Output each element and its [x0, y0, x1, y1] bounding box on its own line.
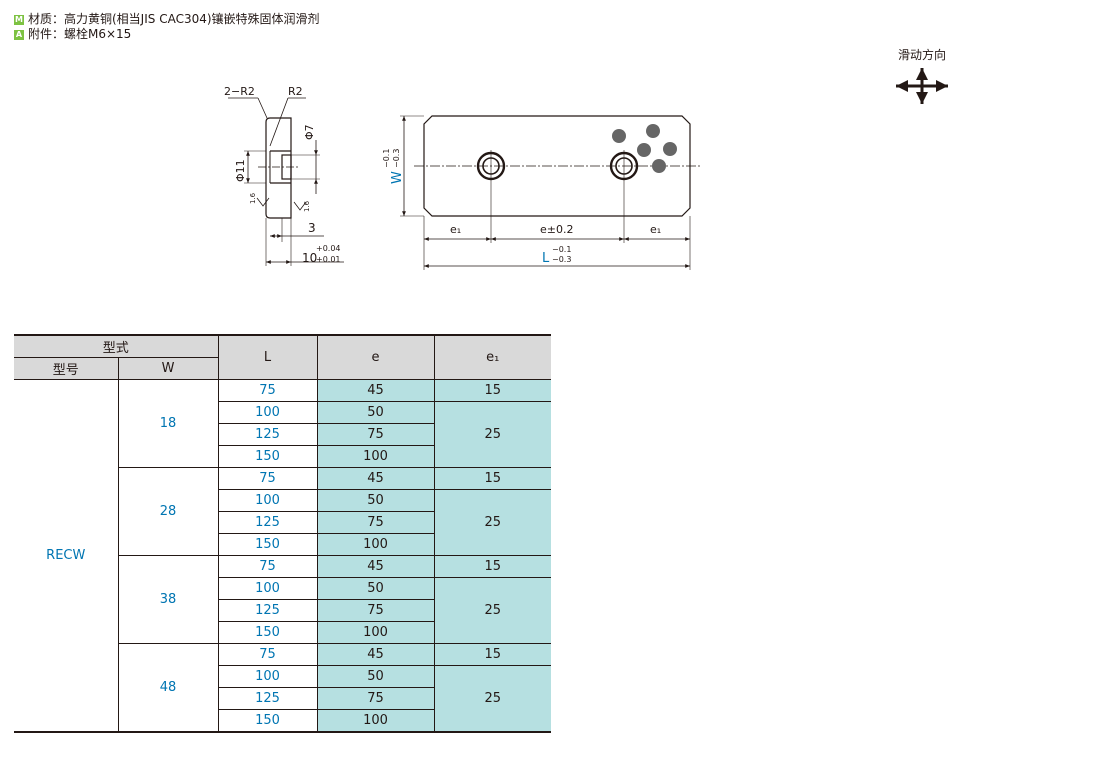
dim-l-lower: −0.3	[552, 255, 571, 264]
l-cell: 75	[217, 555, 318, 578]
e1-cell: 25	[433, 665, 551, 733]
e1-cell: 15	[433, 643, 551, 666]
l-cell: 150	[218, 709, 318, 733]
e-cell: 100	[316, 533, 434, 556]
accessory-tag-icon: A	[14, 29, 24, 40]
roughness-a: 1.6	[249, 192, 257, 204]
e1-cell: 15	[433, 467, 551, 490]
dim-e1-left: e₁	[450, 223, 461, 236]
e-cell: 45	[316, 467, 435, 490]
dim-l-upper: −0.1	[552, 245, 571, 254]
accessory-text: 附件：螺栓M6×15	[28, 27, 132, 41]
dim-r-right: R2	[288, 85, 303, 98]
accessory-line: A 附件：螺栓M6×15	[14, 27, 320, 42]
l-cell: 100	[218, 489, 318, 512]
sliding-direction-label: 滑动方向	[897, 48, 946, 62]
dim-e: e±0.2	[540, 223, 573, 236]
e-cell: 45	[316, 379, 435, 402]
dim-e1-right: e₁	[650, 223, 661, 236]
e-cell: 100	[316, 621, 434, 644]
e-cell: 75	[316, 599, 434, 622]
table-row: 28 75 45 15	[14, 467, 551, 556]
dim-w-lower: −0.3	[392, 149, 401, 168]
e1-cell: 15	[433, 555, 551, 578]
e-cell: 100	[316, 445, 434, 468]
lubricant-plugs	[612, 124, 677, 173]
header-e1: e₁	[433, 334, 551, 380]
header-row: 型式 L e e₁	[14, 334, 551, 380]
table-row: 125 75	[14, 687, 551, 710]
table-row: 100 50 25	[14, 401, 551, 468]
e-cell: 75	[316, 511, 434, 534]
material-line: M 材质：高力黄铜(相当JIS CAC304)镶嵌特殊固体润滑剂	[14, 12, 320, 27]
l-cell: 125	[218, 423, 318, 446]
header-type: 型式	[14, 334, 219, 358]
dim-w: W	[390, 171, 405, 184]
l-cell: 150	[218, 621, 318, 644]
table-row: 100 50 25	[14, 665, 551, 733]
dim-phi7: Φ7	[303, 124, 316, 140]
material-tag-icon: M	[14, 14, 24, 25]
header-row: 型号 W	[14, 357, 551, 380]
l-cell: 100	[218, 401, 318, 424]
material-text: 材质：高力黄铜(相当JIS CAC304)镶嵌特殊固体润滑剂	[28, 12, 320, 26]
dim-w-upper: −0.1	[382, 149, 391, 168]
dim-ten: 10	[302, 251, 317, 265]
top-view	[400, 115, 700, 270]
table-row: 100 50 25	[14, 489, 551, 556]
technical-drawing: 2−R2 R2 Φ7 Φ11 1.6 1.6 3 10 +0.04 +0.01	[224, 68, 948, 270]
table-row: 100 50 25	[14, 577, 551, 644]
e-cell: 50	[316, 401, 435, 424]
w-cell: 48	[118, 643, 219, 733]
l-cell: 125	[218, 599, 318, 622]
table-row: RECW 18 75 45 15	[14, 379, 551, 733]
e-cell: 50	[316, 577, 435, 600]
l-cell: 125	[218, 511, 318, 534]
e-cell: 50	[316, 489, 435, 512]
dim-l: L	[542, 251, 550, 266]
l-cell: 75	[217, 643, 318, 666]
l-cell: 125	[218, 687, 318, 710]
side-view	[228, 97, 344, 266]
w-cell: 38	[118, 555, 219, 644]
l-cell: 100	[218, 665, 318, 688]
dim-ten-lower: +0.01	[316, 255, 341, 264]
e-cell: 75	[316, 687, 434, 710]
dimension-table: 型式 L e e₁ 型号 W RECW 18 75 45 15 100 50 2…	[14, 334, 551, 733]
header-w: W	[117, 357, 218, 380]
e-cell: 45	[316, 643, 435, 666]
e1-cell: 15	[433, 379, 551, 402]
e1-cell: 25	[433, 577, 551, 644]
table-row: 150 100	[14, 533, 551, 556]
header-l: L	[217, 334, 318, 380]
e-cell: 50	[316, 665, 435, 688]
dim-ten-upper: +0.04	[316, 244, 341, 253]
l-cell: 150	[218, 445, 318, 468]
table-row: 125 75	[14, 511, 551, 534]
dim-phi11: Φ11	[234, 159, 247, 182]
dim-three: 3	[308, 221, 316, 235]
w-cell: 18	[117, 379, 219, 468]
header-model: 型号	[14, 357, 119, 380]
table-row: 48 75 45 15	[14, 643, 551, 733]
w-cell: 28	[118, 467, 219, 556]
e-cell: 100	[316, 709, 434, 733]
spec-notes: M 材质：高力黄铜(相当JIS CAC304)镶嵌特殊固体润滑剂 A 附件：螺栓…	[14, 12, 320, 42]
dim-r-left: 2−R2	[224, 85, 255, 98]
table-row: 150 100	[14, 621, 551, 644]
l-cell: 75	[217, 379, 318, 402]
l-cell: 100	[218, 577, 318, 600]
e1-cell: 25	[433, 401, 551, 468]
header-e: e	[316, 334, 435, 380]
four-way-arrow-icon	[896, 68, 948, 104]
e-cell: 45	[316, 555, 435, 578]
table-row: 150 100	[14, 709, 551, 733]
model-cell: RECW	[14, 379, 119, 733]
table-row: 38 75 45 15	[14, 555, 551, 644]
e-cell: 75	[316, 423, 434, 446]
roughness-b: 1.6	[303, 200, 311, 212]
l-cell: 150	[218, 533, 318, 556]
l-cell: 75	[217, 467, 318, 490]
e1-cell: 25	[433, 489, 551, 556]
